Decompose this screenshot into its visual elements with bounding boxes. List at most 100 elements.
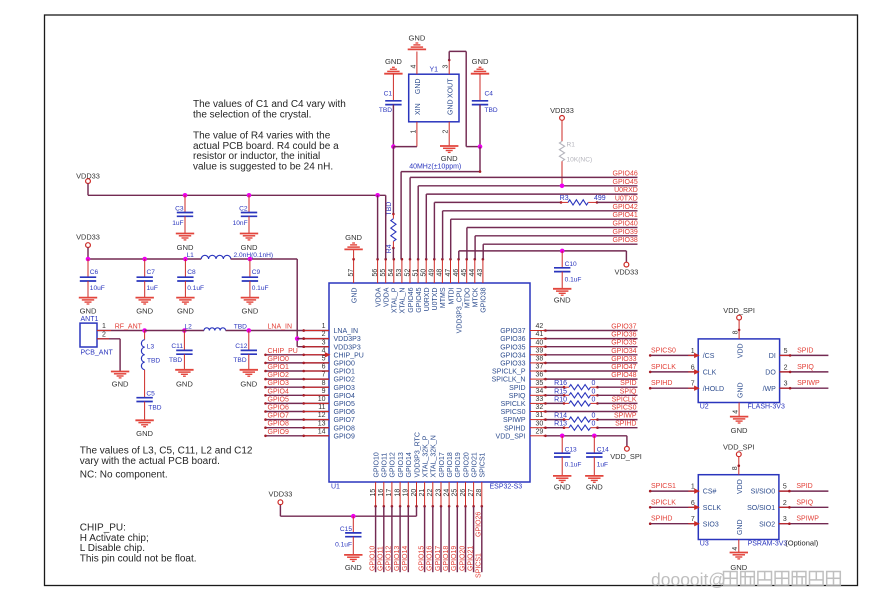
- svg-text:GND: GND: [345, 563, 362, 572]
- svg-text:U0RXD: U0RXD: [424, 288, 431, 312]
- svg-text:26: 26: [460, 489, 467, 497]
- svg-text:30: 30: [536, 420, 544, 427]
- svg-text:CHIP_PU:: CHIP_PU:: [80, 523, 126, 534]
- svg-text:12: 12: [318, 412, 326, 419]
- svg-text:PCB_ANT: PCB_ANT: [81, 350, 114, 357]
- svg-text:GPIO41: GPIO41: [613, 212, 638, 219]
- svg-text:7: 7: [691, 516, 695, 523]
- svg-text:GPIO6: GPIO6: [334, 409, 356, 416]
- svg-text:GND: GND: [472, 57, 489, 66]
- svg-text:GPIO42: GPIO42: [613, 204, 638, 211]
- svg-text:C13: C13: [565, 447, 577, 454]
- svg-text:0.1uF: 0.1uF: [565, 462, 582, 469]
- svg-text:Y1: Y1: [430, 67, 439, 74]
- svg-text:VDD33: VDD33: [268, 490, 292, 499]
- svg-text:GND: GND: [241, 243, 258, 252]
- svg-text:43: 43: [477, 269, 484, 277]
- svg-text:50: 50: [421, 269, 428, 277]
- svg-text:CHIP_PU: CHIP_PU: [334, 352, 364, 359]
- svg-text:VDD33: VDD33: [76, 171, 100, 180]
- svg-text:SPICS0: SPICS0: [651, 347, 676, 354]
- svg-text:(Optional): (Optional): [785, 539, 818, 548]
- svg-text:CHIP_PU: CHIP_PU: [268, 348, 298, 355]
- svg-text:4: 4: [732, 547, 739, 551]
- svg-text:GPIO33: GPIO33: [611, 356, 636, 363]
- svg-text:1: 1: [691, 348, 695, 355]
- svg-text:PSRAM-3V3: PSRAM-3V3: [748, 541, 788, 548]
- svg-text:XTAL_P: XTAL_P: [392, 287, 399, 313]
- svg-text:XTAL_N: XTAL_N: [400, 288, 407, 314]
- svg-text:VDDA: VDDA: [375, 287, 382, 307]
- svg-text:VDD_SPI: VDD_SPI: [723, 443, 755, 452]
- svg-text:GPIO46: GPIO46: [613, 170, 638, 177]
- svg-text:3: 3: [322, 339, 326, 346]
- svg-text:VDD_SPI: VDD_SPI: [610, 452, 642, 461]
- svg-text:GPIO39: GPIO39: [613, 229, 638, 236]
- svg-text:2: 2: [783, 500, 787, 507]
- svg-text:GPIO38: GPIO38: [481, 287, 488, 312]
- svg-text:10nF: 10nF: [233, 220, 248, 227]
- svg-text:4: 4: [410, 65, 417, 69]
- svg-text:41: 41: [536, 331, 544, 338]
- svg-text:0.1uF: 0.1uF: [187, 285, 204, 292]
- svg-text:MTCK: MTCK: [473, 287, 480, 307]
- svg-text:SCLK: SCLK: [703, 505, 722, 512]
- svg-text:GND: GND: [447, 99, 454, 115]
- svg-text:C4: C4: [485, 91, 494, 98]
- svg-text:44: 44: [469, 269, 476, 277]
- svg-text:33: 33: [536, 396, 544, 403]
- svg-text:TBD: TBD: [147, 358, 160, 365]
- svg-text:1: 1: [322, 323, 326, 330]
- svg-text:32: 32: [536, 404, 544, 411]
- svg-text:MTDI: MTDI: [448, 287, 455, 304]
- svg-text:SPICLK_N: SPICLK_N: [492, 377, 526, 384]
- svg-text:C14: C14: [597, 447, 609, 454]
- svg-text:NC: No component.: NC: No component.: [80, 470, 168, 481]
- svg-text:GPIO10: GPIO10: [369, 546, 376, 571]
- svg-text:GPIO34: GPIO34: [500, 352, 525, 359]
- svg-text:SPICLK: SPICLK: [501, 401, 526, 408]
- svg-text:GPIO16: GPIO16: [427, 546, 434, 571]
- svg-text:ANT1: ANT1: [81, 316, 99, 323]
- svg-text:GND: GND: [136, 306, 153, 315]
- svg-text:GPIO11: GPIO11: [378, 546, 385, 571]
- svg-text:resistor or inductor, the init: resistor or inductor, the initial: [193, 151, 320, 162]
- svg-text:VDD3P3_CPU: VDD3P3_CPU: [456, 288, 463, 334]
- svg-text:C10: C10: [565, 261, 577, 268]
- svg-text:actual PCB board. R4 could be: actual PCB board. R4 could be a: [193, 141, 339, 152]
- svg-text:TBD: TBD: [148, 405, 161, 412]
- svg-text:dooooit@: dooooit@: [651, 570, 726, 590]
- svg-text:C7: C7: [147, 269, 156, 276]
- svg-text:GND: GND: [441, 154, 458, 163]
- svg-text:This pin could not be float.: This pin could not be float.: [80, 553, 197, 564]
- svg-text:The values of C1 and C4 vary w: The values of C1 and C4 vary with: [193, 99, 346, 110]
- svg-text:GND: GND: [345, 233, 362, 242]
- svg-text:CS#: CS#: [703, 489, 717, 496]
- svg-text:FLASH-3V3: FLASH-3V3: [748, 404, 785, 411]
- svg-text:1uF: 1uF: [147, 285, 158, 292]
- svg-text:SPIHD: SPIHD: [651, 380, 672, 387]
- svg-text:R3: R3: [560, 195, 569, 202]
- svg-text:SPIQ: SPIQ: [620, 388, 637, 395]
- svg-text:GPIO19: GPIO19: [451, 546, 458, 571]
- svg-text:9: 9: [322, 388, 326, 395]
- svg-text:GPIO9: GPIO9: [268, 429, 290, 436]
- svg-text:7: 7: [322, 372, 326, 379]
- svg-text:/HOLD: /HOLD: [703, 386, 724, 393]
- svg-text:10: 10: [318, 396, 326, 403]
- svg-text:GPIO12: GPIO12: [386, 546, 393, 571]
- svg-text:GPIO5: GPIO5: [334, 401, 356, 408]
- svg-text:0: 0: [592, 388, 596, 395]
- svg-text:40: 40: [536, 339, 544, 346]
- svg-text:XTAL_32K_P: XTAL_32K_P: [422, 435, 429, 477]
- svg-text:20: 20: [411, 489, 418, 497]
- svg-text:SPIQ: SPIQ: [509, 393, 526, 400]
- svg-text:GND: GND: [241, 306, 258, 315]
- svg-text:0: 0: [592, 380, 596, 387]
- svg-text:GPIO38: GPIO38: [613, 237, 638, 244]
- svg-text:RF_ANT: RF_ANT: [115, 324, 143, 331]
- svg-text:GPIO5: GPIO5: [268, 396, 290, 403]
- svg-text:CLK: CLK: [703, 370, 717, 377]
- svg-text:SPICLK: SPICLK: [651, 364, 676, 371]
- svg-text:XTAL_32K_N: XTAL_32K_N: [431, 435, 438, 477]
